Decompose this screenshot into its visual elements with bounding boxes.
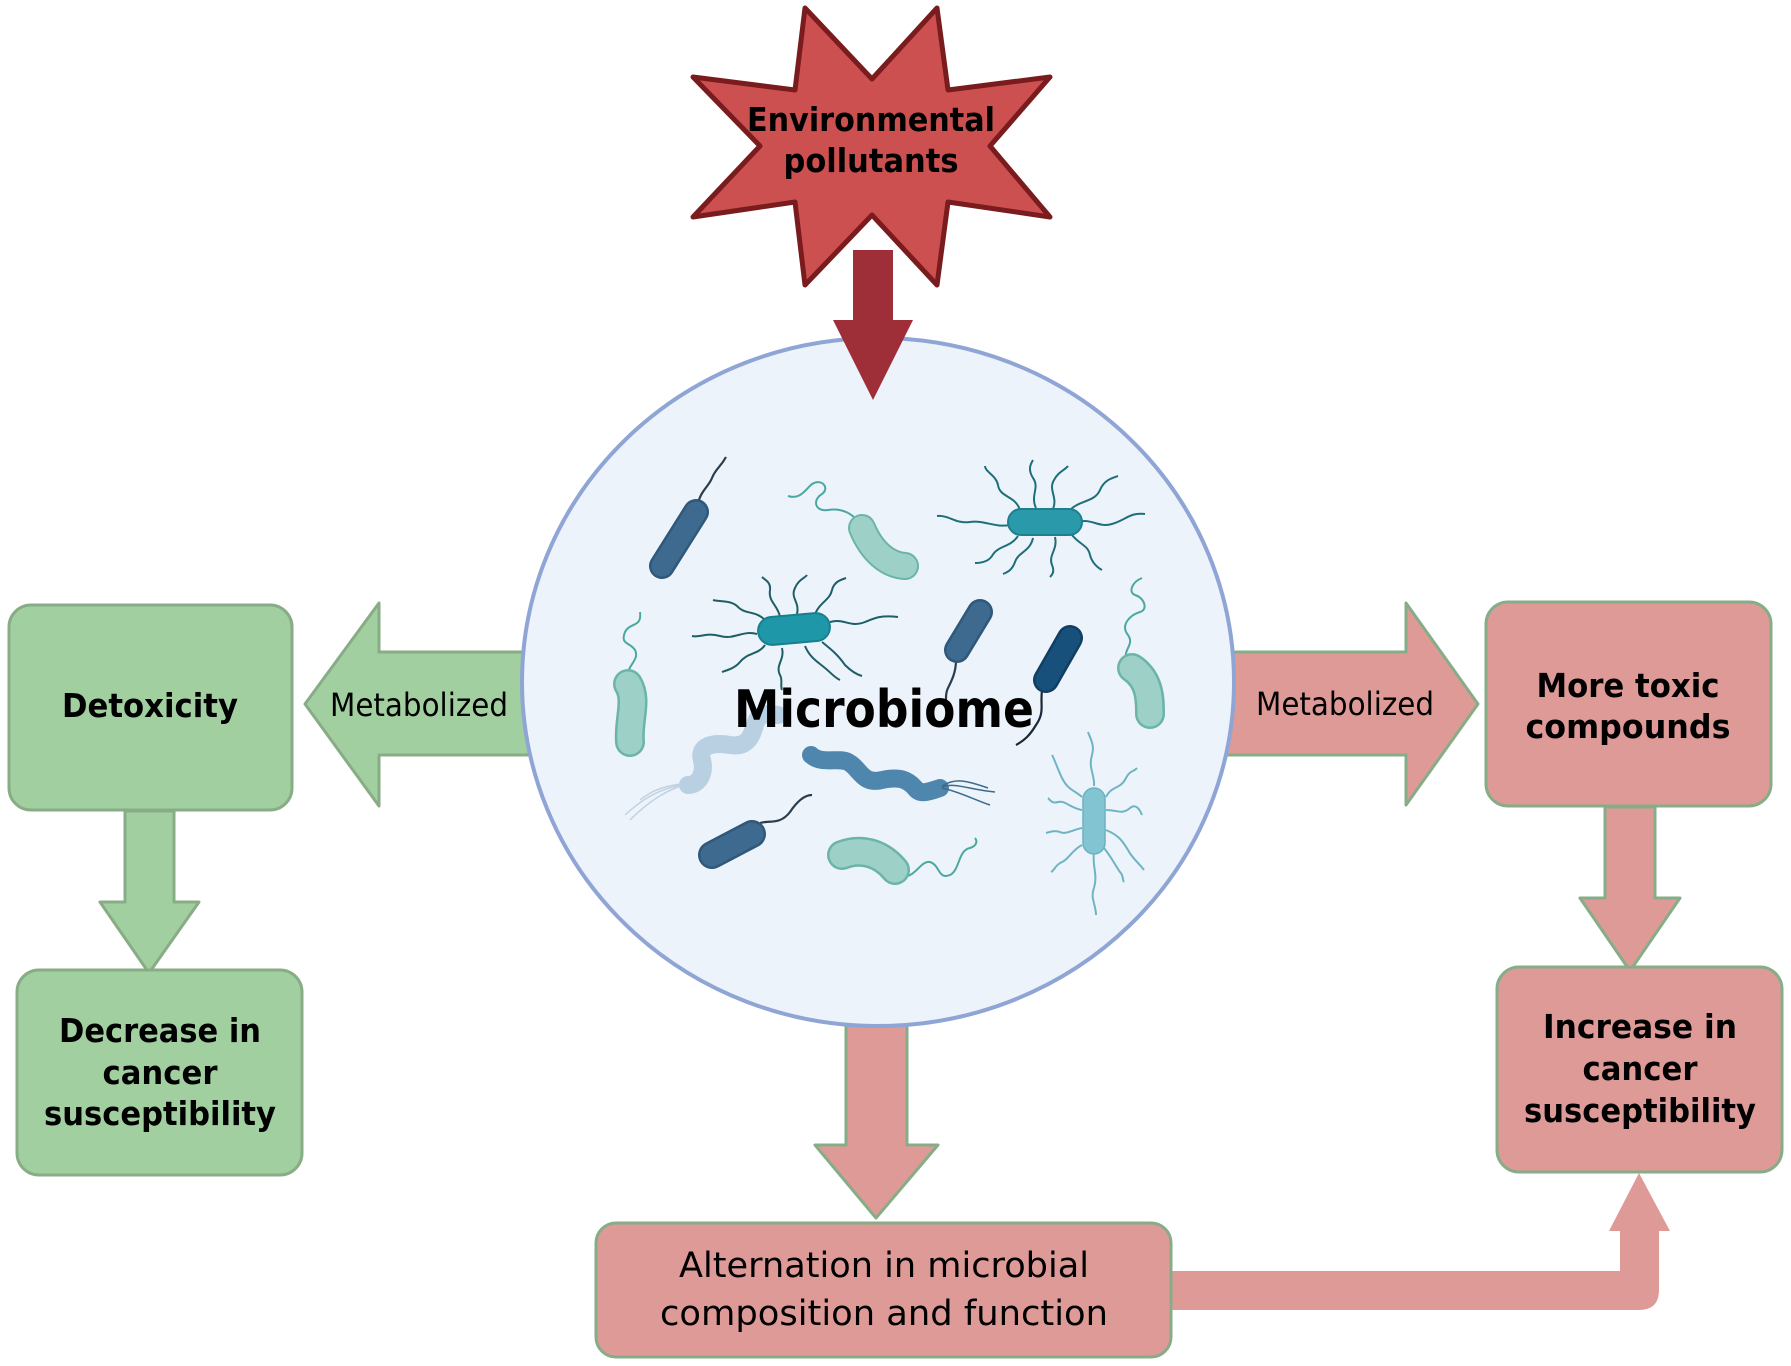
rod-bacterium-icon: [698, 793, 813, 869]
detoxicity-label: Detoxicity: [62, 686, 238, 725]
more-toxic-label-line1: More toxic: [1537, 666, 1720, 705]
alternation-label-line1: Alternation in microbial: [679, 1246, 1089, 1286]
increase-label-line2: cancer: [1583, 1049, 1699, 1088]
decrease-susceptibility-box: [15, 968, 304, 1177]
rod-bacterium-icon: [649, 456, 727, 579]
toxic-down-arrow: [1578, 805, 1682, 973]
pollutants-label-line2: pollutants: [784, 141, 959, 180]
spiral-bacterium-icon: [624, 705, 787, 821]
pollutant-down-arrow: [833, 250, 913, 400]
more-toxic-label-line2: compounds: [1526, 707, 1731, 746]
right-arrow-label: Metabolized: [1256, 685, 1434, 723]
microbiome-label: Microbiome: [734, 680, 1034, 740]
alternation-label-line2: composition and function: [660, 1294, 1108, 1334]
decrease-label-line3: susceptibility: [44, 1094, 276, 1133]
increase-label-line3: susceptibility: [1524, 1091, 1756, 1130]
alternation-to-increase-connector: [1165, 1173, 1670, 1310]
bacteria-illustrations: [613, 456, 1165, 916]
detox-down-arrow: [98, 809, 201, 975]
curved-bacterium-icon: [613, 611, 648, 757]
spiral-bacterium-icon: [802, 746, 996, 806]
flagellated-rod-bacterium-icon: [691, 574, 899, 691]
left-arrow-label: Metabolized: [330, 686, 508, 724]
curved-bacterium-icon: [1117, 577, 1165, 729]
increase-susceptibility-box: [1495, 965, 1784, 1174]
right-metabolized-arrow: [1198, 601, 1480, 807]
alternation-box: [594, 1221, 1173, 1359]
flagellated-rod-bacterium-icon: [936, 459, 1146, 578]
flagellated-rod-body: [1082, 787, 1106, 855]
decrease-label-line1: Decrease in: [59, 1011, 261, 1050]
curved-bacterium-icon: [827, 836, 978, 885]
pollutants-label-line1: Environmental: [747, 100, 995, 139]
increase-label-line1: Increase in: [1543, 1007, 1737, 1046]
rod-bacterium-icon: [1015, 625, 1083, 746]
curved-bacterium-icon: [787, 481, 919, 580]
flagellated-rod-bacterium-icon: [1045, 731, 1145, 916]
flagellated-rod-body: [1007, 508, 1083, 536]
environmental-pollutants-star: [690, 5, 1053, 288]
decrease-label-line2: cancer: [103, 1053, 219, 1092]
flagellated-rod-body: [757, 612, 831, 646]
rod-bacterium-icon: [943, 599, 993, 707]
